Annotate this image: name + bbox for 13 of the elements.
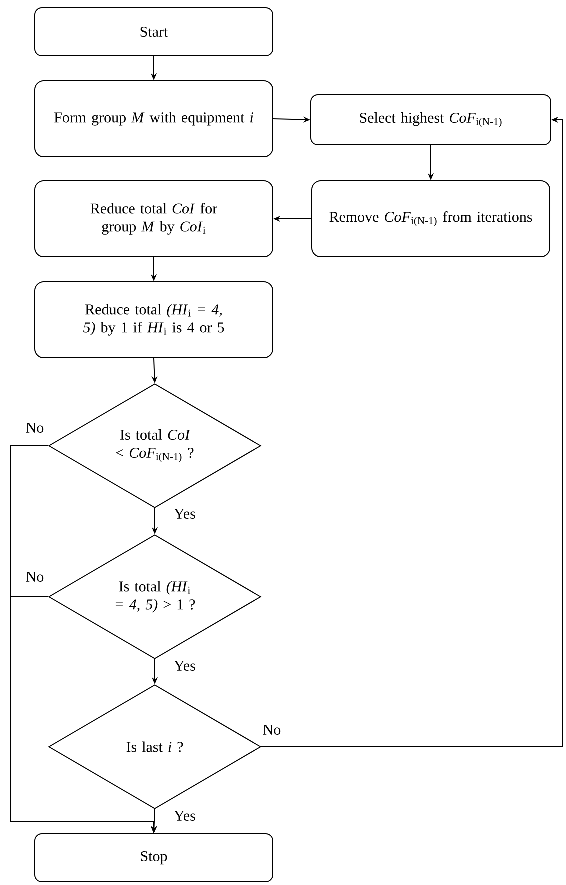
process-box: Reduce total (HI$_{i}$ = 4, 5) by 1 if HI$_{i}$ is 4 or 5	[34, 282, 274, 358]
process-box: Remove CoF$_{i(N-1)}$ from iterations	[312, 180, 550, 258]
edge-label: Yes	[174, 509, 196, 519]
edge-label: Yes	[174, 811, 196, 821]
edge-label: Yes	[174, 661, 196, 671]
process-box: Select highest CoF$_{i(N-1)}$	[310, 94, 552, 146]
terminal-box: Start	[34, 8, 274, 56]
edge-label: No	[26, 572, 44, 582]
terminal-box: Stop	[34, 834, 274, 882]
edge-label: No	[263, 725, 281, 735]
edge-label: No	[26, 423, 44, 433]
process-box: Form group M with equipment i	[34, 80, 274, 158]
process-box: Reduce total CoI for group M by CoI$_{i}$	[34, 180, 274, 258]
